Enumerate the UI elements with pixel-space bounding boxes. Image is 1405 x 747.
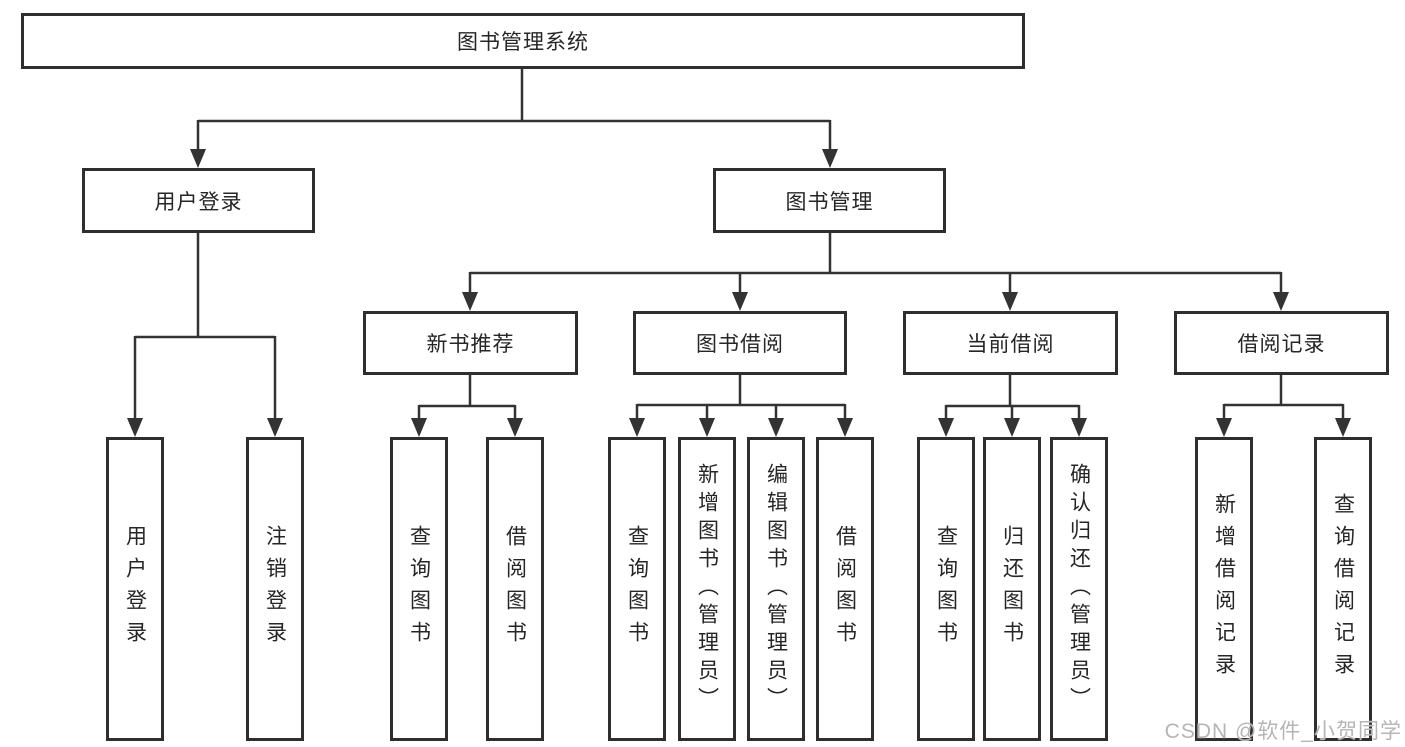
node-book-borrowing-label: 图书借阅 [696,333,784,356]
node-borrowing-records: 借阅记录 [1174,311,1389,375]
node-leaf-query-borrow-record: 查询借阅记录 [1314,437,1372,741]
node-book-borrowing: 图书借阅 [633,311,847,375]
node-root-label: 图书管理系统 [457,31,589,54]
node-current-borrowing-label: 当前借阅 [966,333,1055,356]
node-leaf-query-books-borrowing-label: 查询图书 [625,525,649,653]
node-leaf-return-books: 归还图书 [983,437,1041,741]
node-leaf-query-books-borrowing: 查询图书 [608,437,666,741]
node-leaf-user-login-label: 用户登录 [123,525,147,653]
node-leaf-add-books-admin: 新增图书（管理员） [678,437,736,741]
node-leaf-query-books-current-label: 查询图书 [934,525,958,653]
node-new-book-recommendation: 新书推荐 [363,311,578,375]
node-leaf-query-books-recommend-label: 查询图书 [407,525,431,653]
node-user-login-label: 用户登录 [154,190,243,214]
node-leaf-borrow-books-label: 借阅图书 [833,525,857,653]
node-leaf-edit-books-admin: 编辑图书（管理员） [747,437,805,741]
node-leaf-query-books-current: 查询图书 [917,437,975,741]
node-new-book-recommendation-label: 新书推荐 [426,333,515,356]
node-root-system: 图书管理系统 [21,13,1025,69]
node-book-management-module: 图书管理 [713,168,946,233]
node-user-login-module: 用户登录 [82,168,315,233]
node-leaf-query-borrow-record-label: 查询借阅记录 [1331,493,1355,685]
node-leaf-confirm-return-admin: 确认归还（管理员） [1050,437,1108,741]
tree-edges [133,68,1345,424]
node-leaf-logout-label: 注销登录 [263,525,287,653]
node-leaf-edit-books-admin-label: 编辑图书（管理员） [764,463,788,715]
csdn-watermark: CSDN @软件_小贺同学 [1164,720,1402,743]
node-leaf-user-login: 用户登录 [106,437,164,741]
node-leaf-add-borrow-record: 新增借阅记录 [1195,437,1253,741]
node-leaf-borrow-books-recommend-label: 借阅图书 [503,525,527,653]
node-leaf-add-borrow-record-label: 新增借阅记录 [1212,493,1236,685]
node-borrowing-records-label: 借阅记录 [1237,333,1326,356]
node-leaf-borrow-books: 借阅图书 [816,437,874,741]
node-leaf-borrow-books-recommend: 借阅图书 [486,437,544,741]
node-leaf-logout: 注销登录 [246,437,304,741]
node-leaf-return-books-label: 归还图书 [1000,525,1024,653]
node-current-borrowing: 当前借阅 [903,311,1118,375]
node-leaf-add-books-admin-label: 新增图书（管理员） [695,463,719,715]
node-leaf-confirm-return-admin-label: 确认归还（管理员） [1067,463,1091,715]
node-leaf-query-books-recommend: 查询图书 [390,437,448,741]
node-book-management-label: 图书管理 [785,190,874,214]
